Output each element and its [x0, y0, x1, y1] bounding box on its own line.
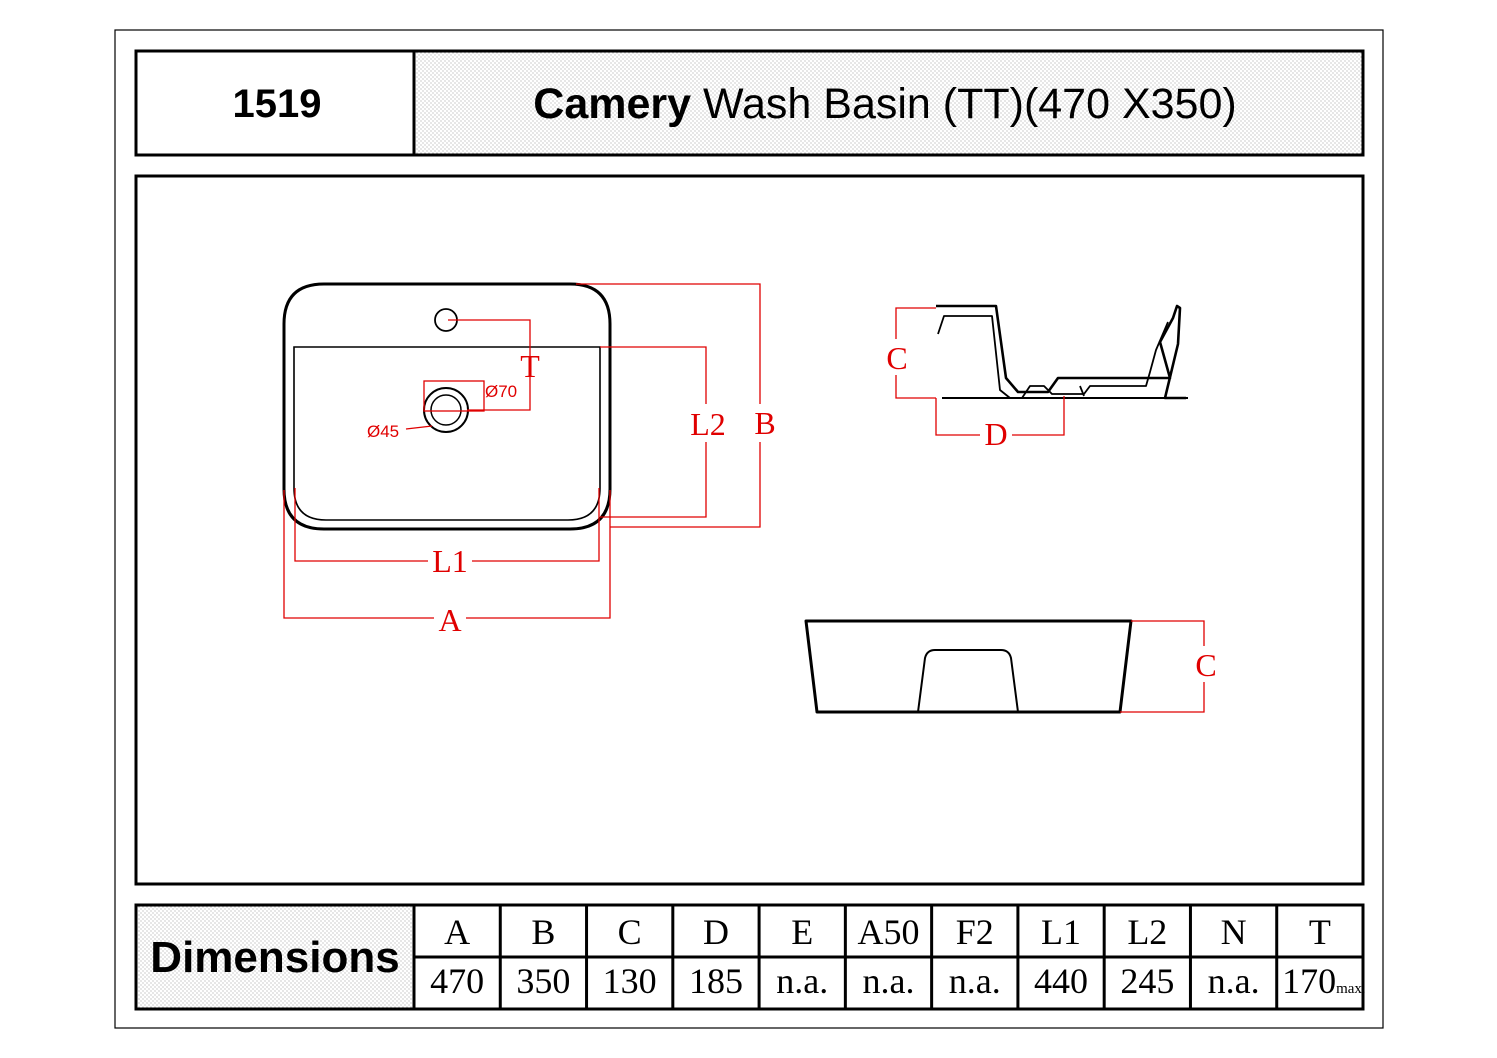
dim-label-c-front: C — [1195, 647, 1216, 683]
dimension-value-l2: 245 — [1120, 961, 1174, 1001]
section-profile — [936, 304, 1186, 400]
dim-line-c-front — [1120, 620, 1205, 713]
dimension-header-a: A — [444, 912, 470, 952]
dim-box-d70 — [423, 380, 485, 412]
dimension-header-c: C — [618, 912, 642, 952]
dimension-value-a50: n.a. — [863, 961, 915, 1001]
dim-label-d: D — [984, 416, 1007, 452]
dimension-header-t: T — [1309, 912, 1331, 952]
dimension-value-d: 185 — [689, 961, 743, 1001]
dim-line-b — [576, 283, 761, 528]
product-title: Camery Wash Basin (TT)(470 X350) — [533, 80, 1236, 128]
dim-label-c-front-mask — [1192, 646, 1222, 682]
dim-label-a-mask — [434, 604, 466, 636]
title-block-frame — [134, 49, 1365, 157]
top-view: T Ø70 Ø45 L2 B L1 A — [282, 282, 778, 638]
product-brand: Camery — [533, 80, 691, 128]
dim-leader-d45 — [405, 425, 433, 430]
dim-label-d-mask — [980, 420, 1012, 452]
drawing-frame — [134, 174, 1365, 886]
product-name: Wash Basin (TT)(470 X350) — [691, 80, 1237, 128]
title-block: 1519 Camery Wash Basin (TT)(470 X350) — [134, 49, 1365, 157]
dimension-header-b: B — [531, 912, 555, 952]
dim-label-c-section: C — [886, 340, 907, 376]
dimension-header-a50: A50 — [858, 912, 920, 952]
dimension-value-t-suffix: max. — [1336, 981, 1366, 997]
dimension-value-f2: n.a. — [949, 961, 1001, 1001]
basin-outer-outline — [282, 282, 612, 531]
dimension-value-t: 170max. — [1282, 961, 1366, 1001]
dim-label-l1-mask — [428, 545, 472, 577]
dim-label-c-section-mask — [882, 339, 912, 375]
dimension-header-l2: L2 — [1127, 912, 1167, 952]
dimension-header-e: E — [791, 912, 813, 952]
dim-label-a: A — [438, 602, 461, 638]
dimension-value-n: n.a. — [1208, 961, 1260, 1001]
dimensions-heading: Dimensions — [150, 933, 399, 982]
dim-label-l1: L1 — [432, 543, 468, 579]
dim-label-b: B — [754, 405, 775, 441]
section-view: C D — [882, 304, 1188, 452]
dimension-header-d: D — [703, 912, 729, 952]
sheet-border — [114, 29, 1384, 1029]
model-number: 1519 — [233, 82, 322, 126]
dimension-header-l1: L1 — [1041, 912, 1081, 952]
front-pedestal-opening — [917, 649, 1019, 713]
dimension-value-e: n.a. — [776, 961, 828, 1001]
dimension-header-f2: F2 — [956, 912, 994, 952]
dimensions-grid: A 470 B 350 C 130 D 185 En.a. A50 n.a. F2 n.a. L1 440 L… — [430, 905, 1366, 1009]
dimension-value-l1: 440 — [1034, 961, 1088, 1001]
dimension-value-a: 470 — [430, 961, 484, 1001]
dim-label-l2-mask — [688, 404, 728, 442]
dim-line-t — [448, 319, 531, 411]
front-view: C — [804, 619, 1222, 714]
drain-inner-ring — [430, 394, 462, 426]
dimensions-table: Dimensions A 470 B 350 C 130 D 185 En.a. A50 n.a. F… — [134, 903, 1366, 1011]
dim-label-d45: Ø45 — [367, 422, 399, 441]
dimension-value-c: 130 — [603, 961, 657, 1001]
dim-label-t: T — [520, 348, 540, 384]
dim-label-l2: L2 — [690, 406, 726, 442]
dimension-value-t-number: 170 — [1282, 961, 1336, 1001]
dim-label-b-mask — [750, 404, 778, 442]
section-inner-profile — [937, 315, 1169, 399]
title-dotted-panel — [414, 52, 1362, 154]
dimension-value-b: 350 — [516, 961, 570, 1001]
dim-label-d70: Ø70 — [485, 382, 517, 401]
basin-inner-outline — [293, 346, 601, 521]
dimensions-heading-dotted-panel — [136, 905, 414, 1009]
dimension-header-n: N — [1221, 912, 1247, 952]
front-profile — [804, 619, 1133, 714]
